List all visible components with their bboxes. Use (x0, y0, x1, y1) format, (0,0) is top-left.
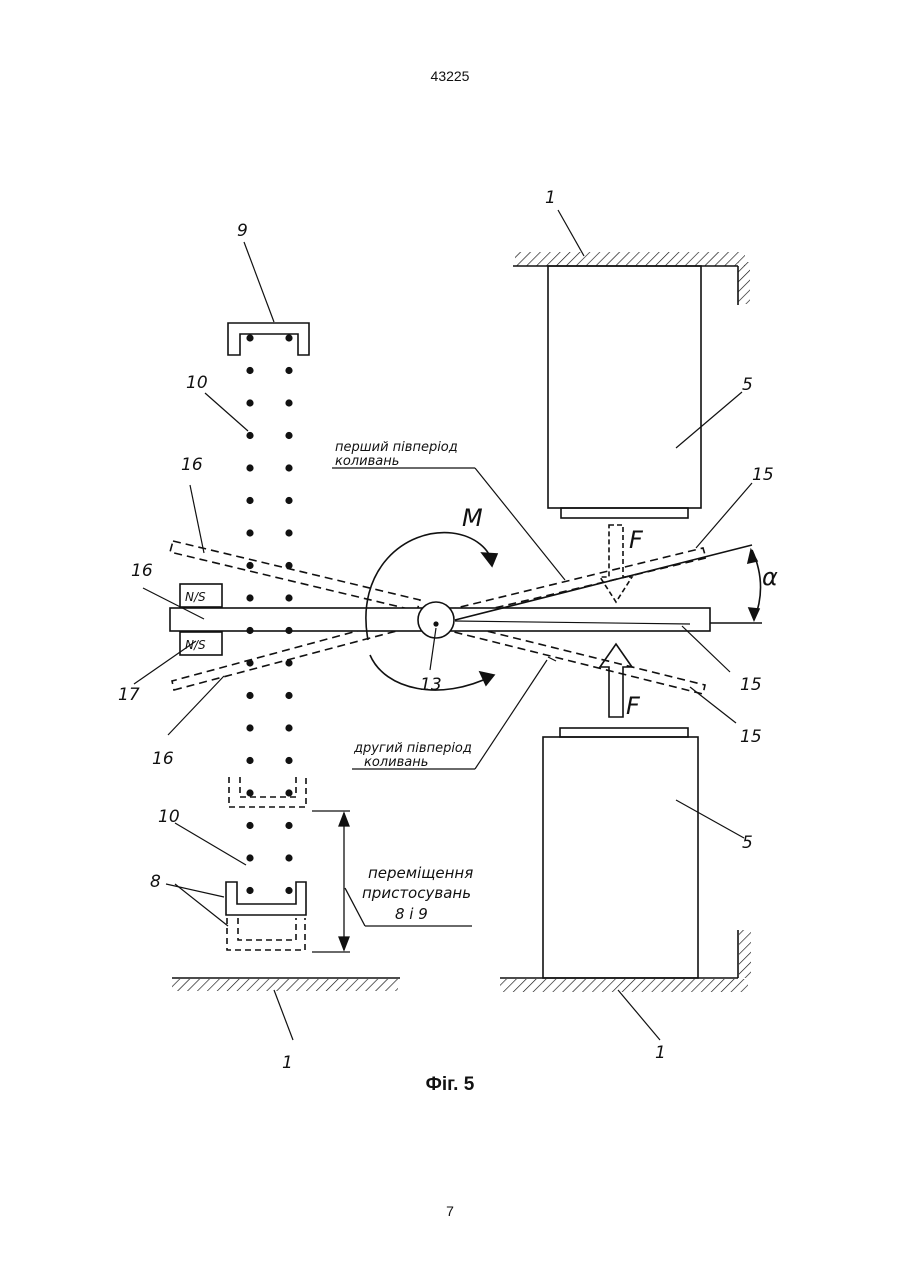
chain-dot (285, 367, 292, 374)
chain-dot (246, 464, 253, 471)
label-plate-right-middle: 15 (740, 675, 762, 695)
fixture-alt-positions (227, 777, 306, 950)
bottom-left-frame (172, 978, 400, 991)
chain-dot (246, 627, 253, 634)
chain-dot (246, 497, 253, 504)
chain-dot (246, 887, 253, 894)
chain-dot (285, 659, 292, 666)
chain-dot (246, 562, 253, 569)
note-first-half-period-line1: перший півперіод (335, 440, 458, 455)
label-actuator-lower: 5 (742, 833, 753, 853)
chain-dot (246, 334, 253, 341)
axis-13 (418, 602, 454, 638)
force-arrow-down (600, 525, 632, 602)
label-frame-bottom-right: 1 (655, 1043, 666, 1063)
chain-dot (285, 724, 292, 731)
chain-dot (246, 854, 253, 861)
label-actuator-upper: 5 (742, 375, 753, 395)
label-plate-left-middle: 16 (131, 561, 153, 581)
chain-dot (246, 659, 253, 666)
note-second-half-period-line1: другий півперіод (353, 741, 472, 756)
label-plate-right-bottom: 15 (740, 727, 762, 747)
chain-dot (285, 887, 292, 894)
chain-dot (285, 822, 292, 829)
angle-alpha-marker (748, 550, 761, 620)
label-frame-bottom-left: 1 (282, 1053, 293, 1073)
symbol-moment: M (462, 504, 483, 532)
note-first-half-period-line2: коливань (335, 454, 399, 469)
label-magnet: 17 (118, 685, 140, 705)
chain-dot (285, 432, 292, 439)
chain-dot (246, 822, 253, 829)
label-plate-right-top: 15 (752, 465, 774, 485)
lower-fixture (226, 882, 306, 915)
chain-dot (285, 399, 292, 406)
chain-dot (285, 529, 292, 536)
symbol-force-lower: F (626, 692, 641, 720)
label-dot-chain-upper: 10 (186, 373, 208, 393)
chain-dot (285, 334, 292, 341)
chain-dot (246, 724, 253, 731)
chain-dot (285, 497, 292, 504)
label-upper-fixture: 9 (237, 221, 248, 241)
magnet-label-lower: N/S (185, 638, 206, 652)
chain-dot (246, 432, 253, 439)
chain-dot (246, 594, 253, 601)
note-displacement-line2: пристосувань (362, 884, 471, 902)
upper-fixture (228, 323, 309, 355)
chain-dot (246, 789, 253, 796)
chain-dot (246, 529, 253, 536)
chain-dot (285, 627, 292, 634)
figure-caption: Фіг. 5 (0, 1074, 900, 1096)
label-frame-top: 1 (545, 188, 556, 208)
chain-dot (246, 399, 253, 406)
chain-dot (285, 854, 292, 861)
symbol-angle: α (762, 563, 778, 591)
label-axis: 13 (420, 675, 442, 695)
label-plate-left-bottom: 16 (152, 749, 174, 769)
symbol-force-upper: F (629, 526, 644, 554)
note-displacement-line3: 8 і 9 (395, 905, 428, 923)
chain-dot (285, 692, 292, 699)
chain-dot (285, 757, 292, 764)
chain-dot (246, 757, 253, 764)
bottom-right-frame (500, 930, 751, 992)
upper-actuator (548, 266, 701, 518)
label-lower-fixture: 8 (150, 872, 161, 892)
chain-dot (285, 464, 292, 471)
chain-dot (285, 594, 292, 601)
note-second-half-period-line2: коливань (364, 755, 428, 770)
label-plate-left-top: 16 (181, 455, 203, 475)
note-displacement-line1: переміщення (368, 864, 473, 882)
lower-actuator (543, 728, 698, 978)
chain-dot (285, 789, 292, 796)
label-dot-chain-lower: 10 (158, 807, 180, 827)
chain-dot (285, 562, 292, 569)
page-number-bottom: 7 (0, 1203, 900, 1219)
chain-dot (246, 692, 253, 699)
magnet-label-upper: N/S (185, 590, 206, 604)
chain-dot (246, 367, 253, 374)
